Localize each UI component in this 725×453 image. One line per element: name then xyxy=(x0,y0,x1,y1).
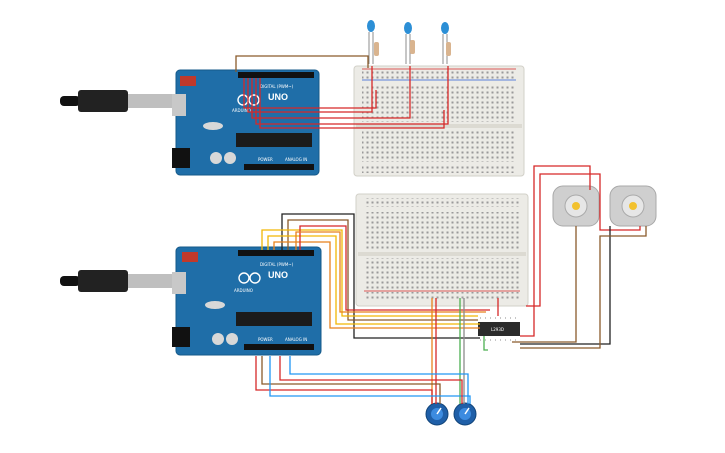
potentiometer-1[interactable] xyxy=(425,402,449,426)
usb-cable-top xyxy=(60,90,178,112)
breadboard-bottom xyxy=(355,193,529,307)
wires-bottom xyxy=(255,165,647,404)
potentiometer-2[interactable] xyxy=(453,402,477,426)
arduino-top-model: UNO xyxy=(268,92,288,102)
dc-motor-1 xyxy=(552,185,600,227)
led-1 xyxy=(367,20,379,64)
led-2 xyxy=(404,22,415,64)
arduino-bottom-model: UNO xyxy=(268,270,288,280)
arduino-bottom-brand: ARDUINO xyxy=(234,288,253,293)
arduino-uno-bottom: UNO DIGITAL (PWM~) POWER ANALOG IN ARDUI… xyxy=(172,246,322,356)
arduino-bottom-logo-icon xyxy=(238,272,261,284)
arduino-top-analog-label: ANALOG IN xyxy=(285,157,307,162)
breadboard-top xyxy=(353,65,525,177)
arduino-top-digital-label: DIGITAL (PWM~) xyxy=(260,84,294,89)
usb-cable-bottom xyxy=(60,270,178,292)
led-3 xyxy=(441,22,451,64)
arduino-top-brand: ARDUINO xyxy=(232,108,251,113)
arduino-bottom-analog-label: ANALOG IN xyxy=(285,337,307,342)
arduino-uno-top: UNO DIGITAL (PWM~) POWER ANALOG IN ARDUI… xyxy=(172,69,320,176)
dc-motor-2 xyxy=(609,185,657,227)
l293d-driver: L293D xyxy=(478,317,520,341)
driver-ic-label: L293D xyxy=(491,327,504,332)
arduino-bottom-digital-label: DIGITAL (PWM~) xyxy=(260,262,294,267)
wires-top xyxy=(235,55,449,129)
arduino-top-power-label: POWER xyxy=(258,157,273,162)
arduino-bottom-power-label: POWER xyxy=(258,337,273,342)
